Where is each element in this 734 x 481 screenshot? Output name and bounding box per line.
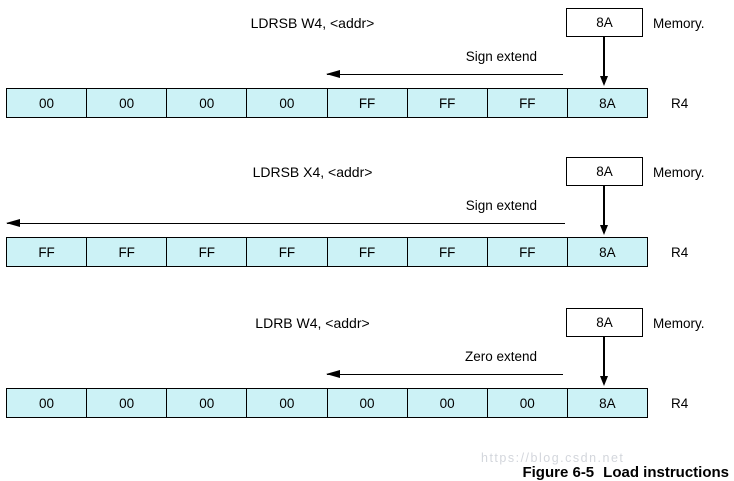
register-label: R4 [671,396,689,411]
byte-cell: 00 [246,89,326,117]
byte-cell: 00 [246,389,326,417]
byte-cell: 00 [326,389,407,417]
extend-direction-arrow [6,219,565,227]
extend-direction-arrow [326,370,563,378]
byte-cell: 00 [166,389,246,417]
memory-to-register-arrow [599,337,608,386]
figure-label: Figure 6-5 [522,464,595,481]
extend-direction-arrow [326,70,563,78]
byte-cell: FF [486,238,567,266]
instruction-section: LDRB W4, <addr> 8A Memory. Zero extend 0… [0,300,734,435]
memory-value-box: 8A [566,308,643,337]
byte-cell: 8A [566,389,647,417]
byte-cell: 00 [86,389,166,417]
byte-cell: FF [486,89,567,117]
figure-caption: Figure 6-5 Load instructions [514,447,729,481]
memory-value: 8A [596,315,613,330]
byte-cell: FF [246,238,326,266]
memory-to-register-arrow [599,186,608,235]
byte-cell: FF [326,89,407,117]
instruction-section: LDRSB X4, <addr> 8A Memory. Sign extend … [0,149,734,284]
memory-value: 8A [596,164,613,179]
instruction-text: LDRSB X4, <addr> [252,164,373,180]
byte-cell: FF [38,244,55,260]
watermark-text: https://blog.csdn.net [481,451,625,465]
byte-cell: FF [166,238,246,266]
extend-label: Sign extend [465,198,537,213]
memory-label: Memory. [653,15,705,31]
register-label: R4 [671,96,689,111]
byte-cell: 8A [566,238,647,266]
memory-value: 8A [596,15,613,30]
memory-to-register-arrow [599,37,608,86]
instruction-section: LDRSB W4, <addr> 8A Memory. Sign extend … [0,0,734,135]
instruction-text: LDRSB W4, <addr> [250,15,375,31]
byte-cell: 00 [86,89,166,117]
figure-title: Load instructions [603,464,729,481]
byte-cell: 00 [39,395,55,411]
memory-value-box: 8A [566,157,643,186]
extend-label: Sign extend [465,49,537,64]
instruction-text: LDRB W4, <addr> [255,315,370,331]
memory-label: Memory. [653,315,705,331]
byte-cell: 00 [39,95,55,111]
memory-value-box: 8A [566,8,643,37]
byte-cell: 00 [486,389,567,417]
byte-cell: 8A [566,89,647,117]
byte-cell: 00 [166,89,246,117]
byte-cell: 00 [406,389,487,417]
memory-label: Memory. [653,164,705,180]
byte-cell: FF [406,238,487,266]
byte-cell: FF [406,89,487,117]
byte-cell: FF [86,238,166,266]
byte-cell: FF [326,238,407,266]
register-label: R4 [671,245,689,260]
extend-label: Zero extend [464,349,537,364]
